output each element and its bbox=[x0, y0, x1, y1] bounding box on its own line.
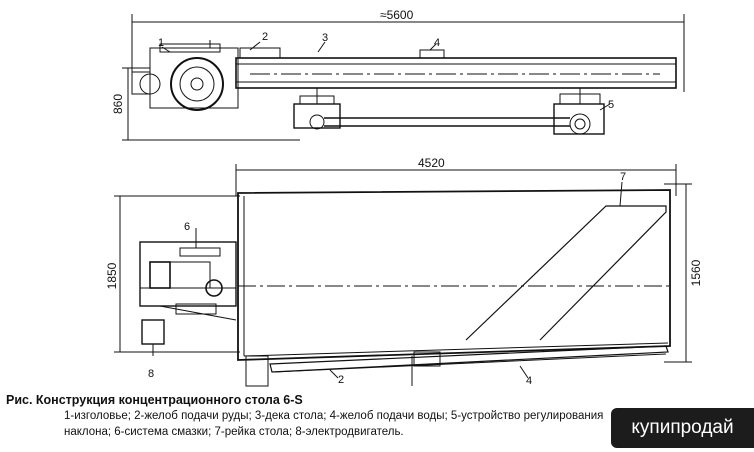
dim-top-height: 860 bbox=[111, 94, 125, 114]
figure-caption: Рис. Конструкция концентрационного стола… bbox=[6, 393, 606, 440]
label-7: 7 bbox=[620, 171, 626, 183]
watermark-text: купипродай bbox=[631, 417, 734, 438]
label-2-bottom: 2 bbox=[338, 374, 344, 386]
label-5: 5 bbox=[608, 99, 614, 111]
label-3: 3 bbox=[322, 32, 328, 44]
label-4-bottom: 4 bbox=[526, 375, 532, 387]
label-1: 1 bbox=[158, 37, 164, 49]
dim-top-length: ≈5600 bbox=[380, 8, 414, 22]
label-2-top: 2 bbox=[262, 31, 268, 43]
technical-drawing: ≈5600 860 4520 1850 1560 1 2 3 4 5 6 7 8… bbox=[105, 8, 703, 387]
label-4-top: 4 bbox=[434, 37, 440, 49]
side-view bbox=[122, 14, 685, 141]
caption-legend: 1-изголовье; 2-желоб подачи руды; 3-дека… bbox=[64, 410, 604, 438]
caption-title: Рис. Конструкция концентрационного стола… bbox=[6, 393, 303, 407]
label-8: 8 bbox=[148, 368, 154, 380]
dim-bottom-length: 4520 bbox=[418, 156, 445, 170]
label-6: 6 bbox=[184, 221, 190, 233]
plan-view bbox=[114, 164, 692, 387]
dim-right-height: 1560 bbox=[689, 259, 703, 286]
watermark-badge: купипродай bbox=[611, 408, 754, 448]
dim-left-height: 1850 bbox=[105, 262, 119, 289]
